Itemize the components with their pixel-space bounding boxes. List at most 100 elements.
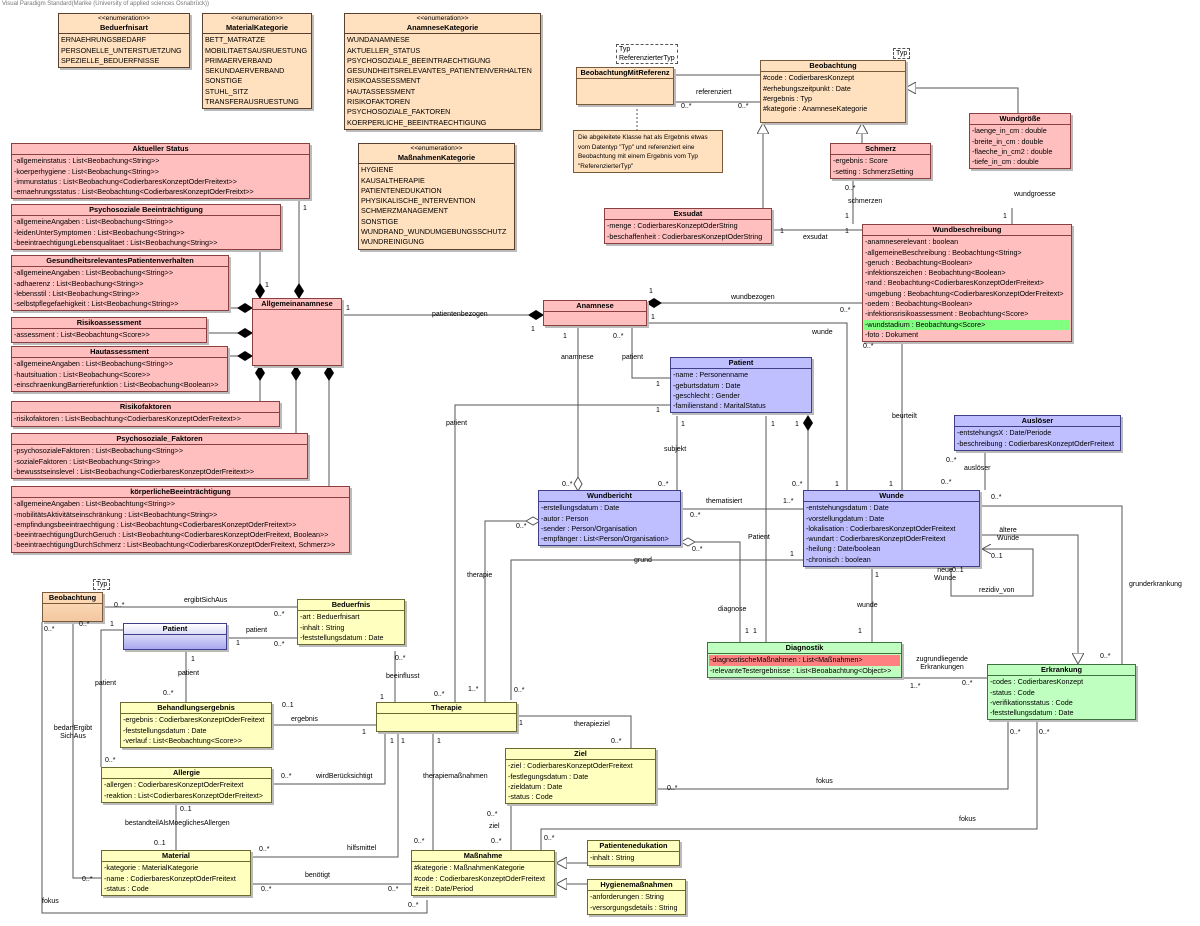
mult: 1 (1003, 213, 1007, 220)
class-therapie[interactable]: Therapie (376, 702, 517, 732)
class-beobachtung-2[interactable]: Beobachtung (42, 592, 103, 622)
label-grunderkrankung: grunderkrankung (1129, 581, 1182, 588)
class-patientenedukation[interactable]: Patientenedukation -inhalt : String (587, 840, 680, 866)
class-beobachtung[interactable]: Beobachtung #code : CodierbaresKonzept#e… (760, 60, 906, 123)
class-wundgroesse[interactable]: Wundgröße -laenge_in_cm : double-breite_… (969, 113, 1071, 170)
label-wunde: wunde (812, 329, 833, 336)
mult: 1 (790, 551, 794, 558)
class-beduerfnis[interactable]: Beduerfnis -art : Beduerfnisart-inhalt :… (297, 599, 405, 646)
mult: 0..* (434, 691, 445, 698)
mult: 0..* (692, 546, 703, 553)
class-beobachtungmitreferenz[interactable]: BeobachtungMitReferenz (576, 67, 674, 105)
class-attribute: -feststellungsdatum : Date (990, 708, 1074, 718)
class-attribute: -rand : Beobachtung<CodierbaresKonzeptOd… (865, 278, 1044, 288)
class-name: Diagnostik (708, 643, 901, 655)
label-fokus-3: fokus (42, 898, 59, 905)
wire-grunderkrankung (980, 505, 1123, 664)
class-hautassessment[interactable]: Hautassessment -allgemeineAngaben : List… (11, 346, 228, 393)
class-patient[interactable]: Patient -name : Personenname-geburtsdatu… (670, 357, 812, 414)
class-attribute: #zeit : Date/Period (414, 883, 474, 893)
wire-patient-allergie (100, 629, 123, 767)
stereotype: <<enumeration>> (410, 145, 463, 152)
class-material[interactable]: Material -kategorie : MaterialKategorie-… (101, 850, 251, 897)
wire-therapie-wb (484, 516, 542, 702)
mult: 1 (649, 288, 653, 295)
class-attribute: SPEZIELLE_BEDUERFNISSE (61, 55, 160, 65)
class-name: Aktueller Status (12, 144, 309, 156)
class-attribute: MOBILITAETSAUSRUESTUNG (205, 45, 308, 55)
class-aktueller-status[interactable]: Aktueller Status -allgemeinstatus : List… (11, 143, 310, 200)
class-attribute: -leidenUnterSymptomen : List<Beobachung<… (14, 227, 185, 237)
mult: 0..* (667, 785, 678, 792)
class-attribute: -wundart : CodierbaresKonzeptOderFreitex… (806, 534, 946, 544)
class-materialkategorie[interactable]: <<enumeration>>MaterialKategorie BETT_MA… (202, 13, 312, 110)
class-koerperliche-beeintraechtigung[interactable]: körperlicheBeeinträchtigung -allgemeineA… (11, 486, 350, 553)
class-name: Schmerz (831, 144, 930, 156)
label-ausloeser: auslöser (964, 465, 991, 472)
mult: 0..* (946, 457, 957, 464)
class-attribute: SONSTIGE (361, 216, 399, 226)
class-name: Wundbeschreibung (863, 225, 1071, 237)
class-name: Patient (124, 624, 226, 636)
class-allergie[interactable]: Allergie -allergen : CodierbaresKonzeptO… (101, 767, 272, 803)
class-allgemeinanamnese[interactable]: Allgemeinanamnese (252, 298, 342, 366)
class-patient-2[interactable]: Patient (123, 623, 227, 650)
class-attribute: -versorgungsdetails : String (590, 902, 678, 912)
mult: 0..* (1039, 729, 1050, 736)
label-patient-behandlung: patient (178, 670, 200, 677)
class-massnahmenkategorie[interactable]: <<enumeration>>MaßnahmenKategorie HYGIEN… (358, 143, 515, 250)
class-diagnostik[interactable]: Diagnostik -diagnostischeMaßnahmen : Lis… (707, 642, 902, 678)
class-psychosoziale-beeintraechtigung[interactable]: Psychosoziale Beeinträchtigung -allgemei… (11, 204, 281, 251)
wire-patient-left (454, 404, 670, 702)
class-ziel[interactable]: Ziel -ziel : CodierbaresKonzeptOderFreit… (505, 748, 656, 805)
class-psychosoziale-faktoren[interactable]: Psychosoziale_Faktoren -psychosozialeFak… (11, 433, 308, 480)
class-ausloeser[interactable]: Auslöser -entstehungsX : Date/Periode-be… (954, 415, 1121, 451)
label-thematisiert: thematisiert (706, 498, 743, 505)
mult: 0..* (1010, 729, 1021, 736)
class-attribute: PERSONELLE_UNTERSTUETZUNG (61, 45, 182, 55)
class-attribute: -chronisch : boolean (806, 554, 871, 564)
class-name: Allgemeinanamnese (253, 299, 341, 311)
mult: 1 (531, 326, 535, 333)
mult: 0..* (690, 512, 701, 519)
class-risikofaktoren[interactable]: Risikofaktoren -risikofaktoren : List<Be… (11, 401, 280, 427)
wire-wirdBeruecksichtigt (272, 732, 386, 785)
label-beeinflusst: beeinflusst (386, 673, 420, 680)
mult: 1..* (468, 686, 479, 693)
class-risikoassessment[interactable]: Risikoassessment -assessment : List<Beob… (11, 317, 207, 343)
class-erkrankung[interactable]: Erkrankung -codes : CodierbaresKonzept-s… (987, 664, 1136, 721)
mult: 0..* (281, 773, 292, 780)
class-attribute: -adhaerenz : List<Beobachung<String>> (14, 278, 144, 288)
class-attribute: HAUTASSESSMENT (347, 86, 416, 96)
class-attribute: -zieldatum : Date (508, 781, 563, 791)
mult: 1..* (783, 498, 794, 505)
label-wunde-diag: wunde (857, 602, 878, 609)
class-attribute: -umgebung : Beobachtung<CodierbaresKonze… (865, 288, 1064, 298)
class-anamnese[interactable]: Anamnese (543, 300, 647, 326)
class-hygienemassnahmen[interactable]: Hygienemaßnahmen -anforderungen : String… (587, 879, 686, 915)
class-attribute: -anamneserelevant : boolean (865, 237, 959, 247)
class-schmerz[interactable]: Schmerz -ergebnis : Score-setting : Schm… (830, 143, 931, 179)
label-ziel: ziel (489, 823, 500, 830)
class-anamnesekategorie[interactable]: <<enumeration>>AnamneseKategorie WUNDANA… (344, 13, 541, 130)
class-behandlungsergebnis[interactable]: Behandlungsergebnis -ergebnis : Codierba… (120, 702, 272, 749)
class-beduerfnisart[interactable]: <<enumeration>>Beduerfnisart ERNAEHRUNGS… (58, 13, 190, 69)
class-attribute: KAUSALTHERAPIE (361, 175, 425, 185)
class-attribute: -ergebnis : Score (833, 156, 888, 166)
class-attribute: -infektionszeichen : Beobachtung<Boolean… (865, 268, 1006, 278)
class-attribute: -feststellungsdatum : Date (300, 632, 384, 642)
class-wundbericht[interactable]: Wundbericht -erstellungsdatum : Date-aut… (538, 490, 681, 547)
class-exsudat[interactable]: Exsudat -menge : CodierbaresKonzeptOderS… (604, 208, 772, 244)
class-name: Hautassessment (12, 347, 227, 359)
wire-anamnese-wunde (647, 322, 848, 490)
class-wunde[interactable]: Wunde -entstehungsdatum : Date-vorstellu… (803, 490, 980, 568)
mult: 0..* (941, 479, 952, 486)
class-attribute: -relevanteTestergebnisse : List<Beoabach… (710, 665, 892, 675)
class-wundbeschreibung[interactable]: Wundbeschreibung -anamneserelevant : boo… (862, 224, 1072, 343)
class-attribute: -foto : Dokument (865, 329, 919, 339)
class-massnahme[interactable]: Maßnahme #kategorie : MaßnahmenKategorie… (411, 850, 555, 897)
mult: 0..* (840, 307, 851, 314)
mult: 1 (745, 628, 749, 635)
class-gesundheitsverhalten[interactable]: GesundheitsrelevantesPatientenverhalten … (11, 255, 229, 312)
